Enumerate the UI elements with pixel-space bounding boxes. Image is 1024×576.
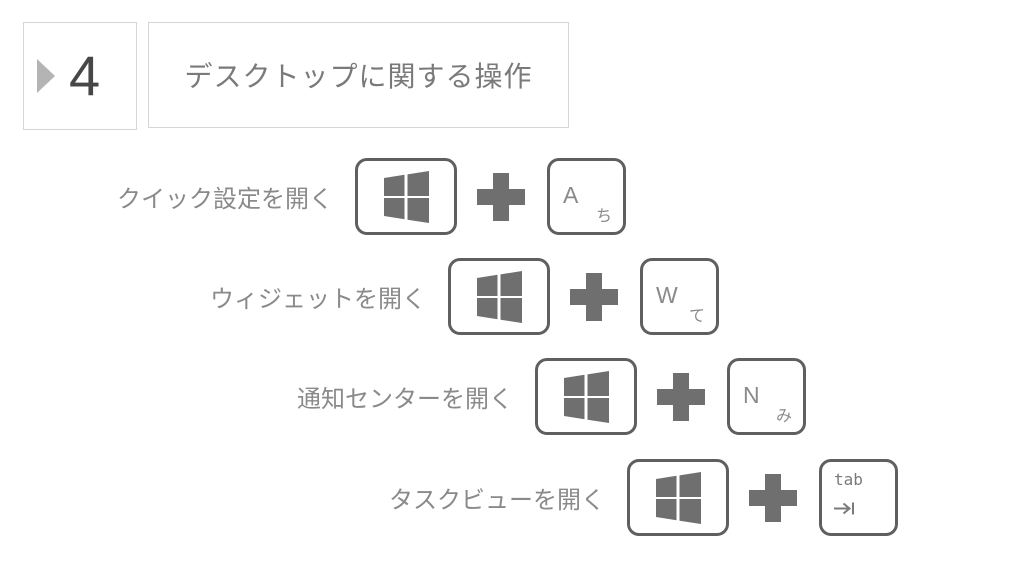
key-sub-label: み xyxy=(775,408,792,425)
key-main-label: N xyxy=(743,381,760,408)
shortcut-row-task-view: タスクビューを開く tab xyxy=(389,459,898,536)
windows-key xyxy=(355,158,457,235)
key-main-label: tab xyxy=(834,470,863,489)
triangle-bullet-icon xyxy=(37,59,55,93)
plus-icon xyxy=(657,372,705,421)
windows-logo-icon xyxy=(383,170,429,223)
key-a: A ち xyxy=(547,158,626,235)
section-number: 4 xyxy=(69,44,101,107)
key-sub-label: ち xyxy=(595,208,612,225)
windows-logo-icon xyxy=(563,370,609,423)
tab-arrow-icon xyxy=(834,501,855,521)
shortcut-row-widgets: ウィジェットを開く W て xyxy=(210,258,719,335)
section-number-box: 4 xyxy=(23,22,137,130)
plus-icon xyxy=(749,473,797,522)
windows-key xyxy=(627,459,729,536)
key-w: W て xyxy=(640,258,719,335)
shortcut-label: タスクビューを開く xyxy=(389,487,605,514)
key-main-label: A xyxy=(563,181,579,208)
shortcut-label: クイック設定を開く xyxy=(117,186,333,213)
key-main-label: W xyxy=(656,281,678,308)
shortcut-label: ウィジェットを開く xyxy=(210,286,426,313)
windows-logo-icon xyxy=(655,471,701,524)
key-sub-label: て xyxy=(688,308,705,325)
key-tab: tab xyxy=(819,459,898,536)
shortcut-row-quick-settings: クイック設定を開く A ち xyxy=(117,158,626,235)
plus-icon xyxy=(570,272,618,321)
key-n: N み xyxy=(727,358,806,435)
shortcut-label: 通知センターを開く xyxy=(297,386,513,413)
section-title: デスクトップに関する操作 xyxy=(184,61,533,92)
windows-key xyxy=(448,258,550,335)
shortcut-row-notification-center: 通知センターを開く N み xyxy=(297,358,806,435)
plus-icon xyxy=(477,172,525,221)
windows-logo-icon xyxy=(476,270,522,323)
windows-key xyxy=(535,358,637,435)
section-title-box: デスクトップに関する操作 xyxy=(148,22,569,128)
